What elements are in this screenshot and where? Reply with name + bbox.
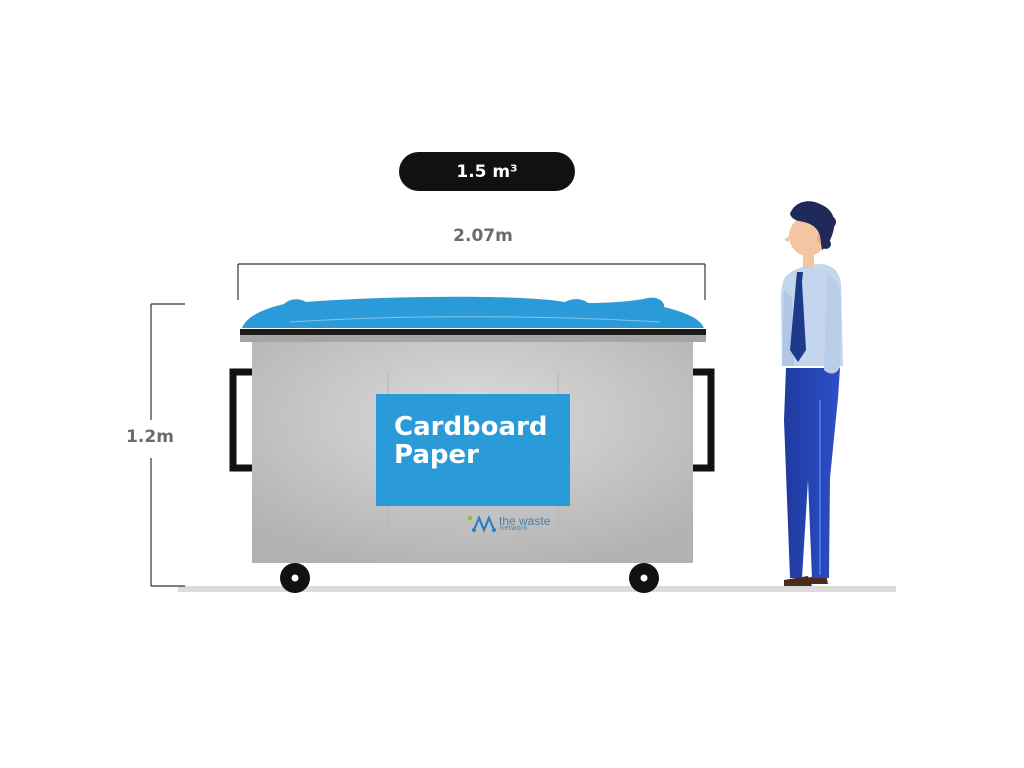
bin-rim <box>240 333 706 342</box>
capacity-badge: 1.5 m³ <box>399 152 575 191</box>
width-label: 2.07m <box>453 226 513 246</box>
capacity-label: 1.5 m³ <box>456 161 518 182</box>
sign-line-2: Paper <box>394 440 479 470</box>
bin-lid <box>242 296 704 328</box>
height-label: 1.2m <box>126 427 174 447</box>
right-handle <box>692 368 715 472</box>
left-handle <box>229 368 252 472</box>
brand-logo: the waste network <box>466 513 566 535</box>
waste-network-logo-icon <box>467 515 496 533</box>
left-wheel <box>280 563 310 593</box>
right-wheel <box>629 563 659 593</box>
height-dimension-line <box>150 303 185 587</box>
logo-name: the waste <box>499 514 551 528</box>
logo-subtitle: network <box>500 525 529 532</box>
bin-sign: Cardboard Paper <box>376 394 570 506</box>
person-illustration <box>781 201 843 586</box>
width-dimension-line <box>237 263 706 300</box>
sign-line-1: Cardboard <box>394 412 548 442</box>
ground-line <box>178 586 896 592</box>
